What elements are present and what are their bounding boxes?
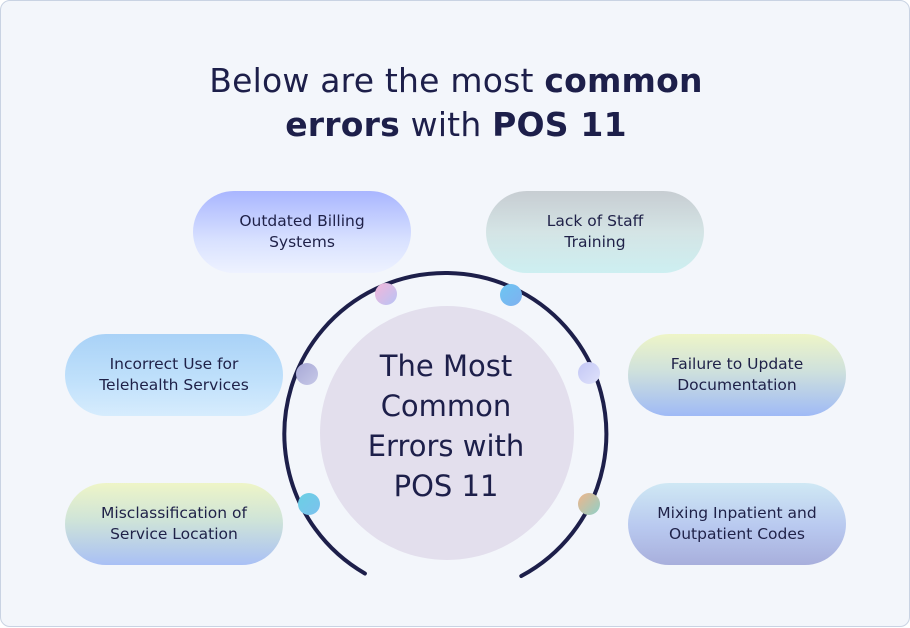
center-line-1: The Most [379, 349, 513, 383]
center-line-3: Errors with [367, 429, 525, 463]
center-circle [320, 306, 574, 560]
error-pill-misclassification: Misclassification of Service Location [65, 483, 283, 565]
pill-4-line-1: Failure to Update [670, 355, 804, 373]
outer-ring [282, 271, 609, 578]
title-line-2: errors with POS 11 [1, 103, 910, 147]
pill-6-line-1: Mixing Inpatient and [657, 504, 817, 522]
pill-1-line-2: Systems [269, 233, 335, 251]
page-title: Below are the most common errors with PO… [1, 59, 910, 147]
error-pill-staff-training: Lack of Staff Training [486, 191, 704, 273]
error-pill-telehealth: Incorrect Use for Telehealth Services [65, 334, 283, 416]
error-pill-outdated-billing: Outdated Billing Systems [193, 191, 411, 273]
error-pill-documentation: Failure to Update Documentation [628, 334, 846, 416]
ring-node-1 [375, 283, 397, 305]
pill-3-line-2: Telehealth Services [99, 376, 249, 394]
center-line-4: POS 11 [393, 469, 499, 503]
title-bold-pos: POS 11 [492, 105, 627, 144]
title-regular-1: Below are the most [209, 61, 545, 100]
title-bold-common: common [544, 61, 703, 100]
error-pill-mixing-codes: Mixing Inpatient and Outpatient Codes [628, 483, 846, 565]
ring-node-3 [296, 363, 318, 385]
pill-2-line-2: Training [564, 233, 626, 251]
ring-node-6 [578, 493, 600, 515]
center-line-2: Common [380, 389, 512, 423]
ring-node-4 [578, 362, 600, 384]
pill-3-line-1: Incorrect Use for [109, 355, 239, 373]
center-label: The Most Common Errors with POS 11 [321, 346, 571, 506]
title-regular-2: with [399, 105, 493, 144]
pill-1-line-1: Outdated Billing [239, 212, 365, 230]
pill-4-line-2: Documentation [677, 376, 797, 394]
ring-node-5 [298, 493, 320, 515]
pill-5-line-2: Service Location [110, 525, 238, 543]
pill-2-line-1: Lack of Staff [546, 212, 644, 230]
title-bold-errors: errors [285, 105, 400, 144]
pill-5-line-1: Misclassification of [101, 504, 247, 522]
title-line-1: Below are the most common [1, 59, 910, 103]
pill-6-line-2: Outpatient Codes [669, 525, 805, 543]
ring-node-2 [500, 284, 522, 306]
